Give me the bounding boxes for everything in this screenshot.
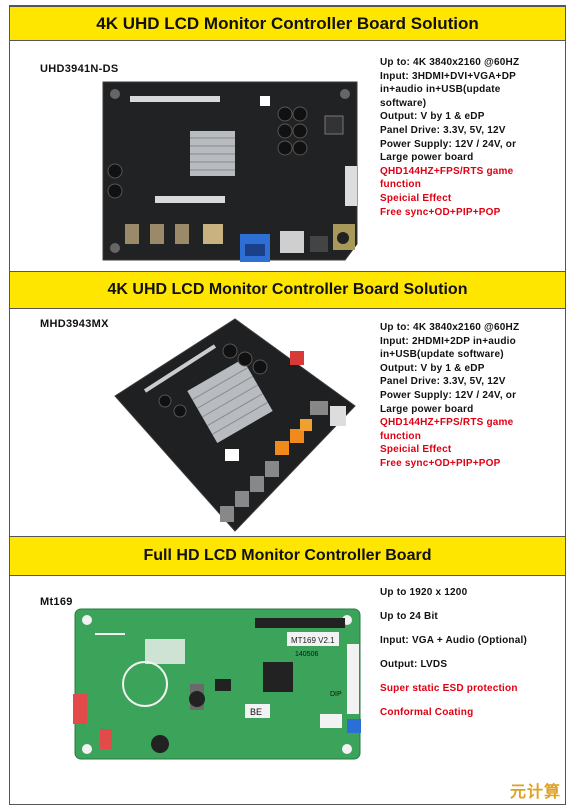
section-2-specs: Up to: 4K 3840x2160 @60HZ Input: 2HDMI+2… [380,321,560,471]
datasheet-page: 4K UHD LCD Monitor Controller Board Solu… [9,5,566,805]
spec-line: Up to 1920 x 1200 [380,587,468,598]
spec-line: Up to: 4K 3840x2160 @60HZ [380,57,520,68]
section-2-title: 4K UHD LCD Monitor Controller Board Solu… [107,281,468,298]
spec-line: Input: VGA + Audio (Optional) [380,635,527,646]
board-code-label: 140506 [295,651,318,658]
spec-line: Output: V by 1 & eDP [380,362,485,374]
spec-line-highlight: Free sync+OD+PIP+POP [380,206,501,218]
spec-line: Panel Drive: 3.3V, 5V, 12V [380,124,506,136]
spec-line-highlight: Speicial Effect [380,444,452,456]
spec-line: Input: 2HDMI+2DP in+audio [380,335,516,347]
section-2-title-bar: 4K UHD LCD Monitor Controller Board Solu… [10,271,565,309]
spec-line: Up to: 4K 3840x2160 @60HZ [380,322,520,333]
spec-line-highlight: Conformal Coating [380,707,474,718]
section-3-specs: Up to 1920 x 1200 Up to 24 Bit Input: VG… [380,586,560,730]
spec-line: Output: V by 1 & eDP [380,111,485,123]
spec-line: Large power board [380,152,474,164]
section-1-model: UHD3941N-DS [40,63,119,75]
spec-line-highlight: Speicial Effect [380,192,452,204]
spec-line-highlight: Free sync+OD+PIP+POP [380,457,501,469]
spec-line-highlight: function [380,179,422,191]
section-2-model: MHD3943MX [40,318,109,330]
spec-line: Up to 24 Bit [380,611,438,622]
spec-line-highlight: Super static ESD protection [380,683,518,694]
board-be-label: BE [250,707,262,717]
spec-line: Power Supply: 12V / 24V, or [380,389,517,401]
spec-line-highlight: function [380,430,422,442]
section-1-specs: Up to: 4K 3840x2160 @60HZ Input: 3HDMI+D… [380,56,560,219]
spec-line: Power Supply: 12V / 24V, or [380,138,517,150]
spec-line-highlight: QHD144HZ+FPS/RTS game [380,417,514,429]
spec-line: in+USB(update software) [380,349,504,361]
section-1-title: 4K UHD LCD Monitor Controller Board Solu… [96,14,479,33]
board-mhd3943mx-image [114,318,356,532]
watermark-logo: 元计算 [509,784,561,801]
board-dip-label: DIP [330,691,342,698]
spec-line: Panel Drive: 3.3V, 5V, 12V [380,376,506,388]
spec-line: in+audio in+USB(update [380,84,501,96]
spec-line-highlight: QHD144HZ+FPS/RTS game [380,165,514,177]
spec-line: Input: 3HDMI+DVI+VGA+DP [380,70,517,82]
board-chip-label: MT169 V2.1 [291,636,335,645]
spec-line: software) [380,97,427,109]
spec-line: Output: LVDS [380,659,448,670]
section-3-model: Mt169 [40,596,73,608]
section-3-title: Full HD LCD Monitor Controller Board [143,547,432,564]
board-mt169-image: MT169 V2.1 140506 BE DIP [73,608,361,760]
board-uhd3941n-ds-image [102,81,358,262]
spec-line: Large power board [380,403,474,415]
section-1-title-bar: 4K UHD LCD Monitor Controller Board Solu… [10,6,565,41]
section-3-title-bar: Full HD LCD Monitor Controller Board [10,536,565,576]
